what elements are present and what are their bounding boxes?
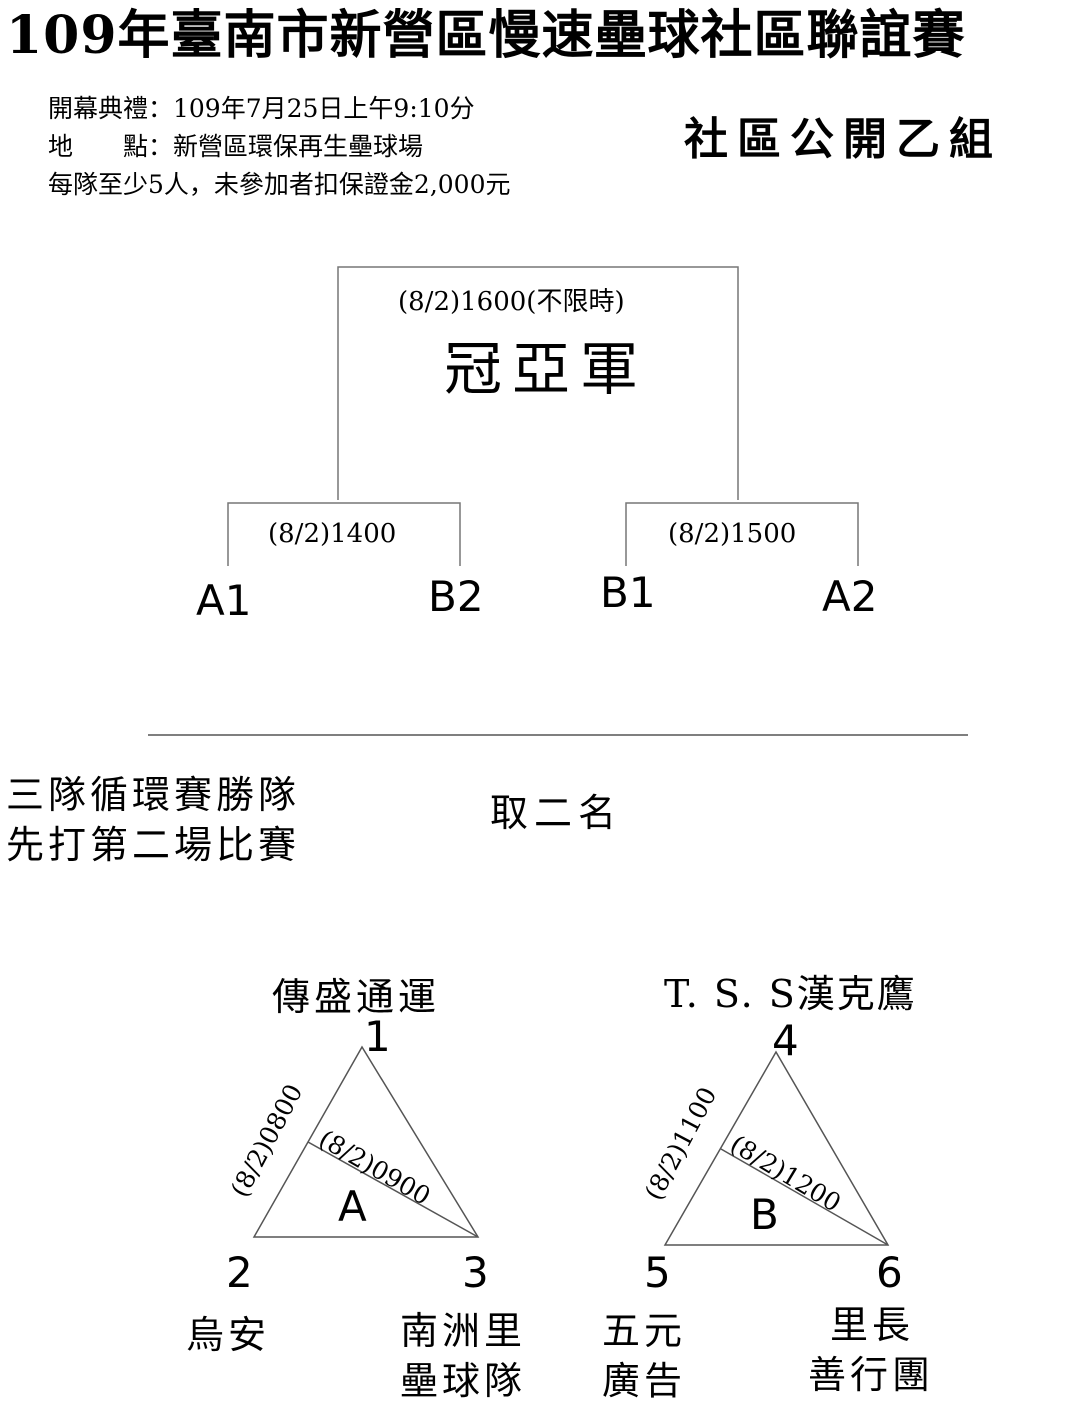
- team-6-name-line-1: 里長: [830, 1303, 915, 1347]
- seed-a2: A2: [822, 572, 878, 621]
- team-4-number: 4: [772, 1016, 799, 1065]
- team-4-name: T. S. S漢克鷹: [664, 972, 917, 1016]
- team-3-name-line-2: 壘球隊: [400, 1359, 527, 1403]
- page-title: 109年臺南市新營區慢速壘球社區聯誼賽: [6, 5, 966, 66]
- note-line-1: 三隊循環賽勝隊: [6, 773, 301, 817]
- team-3-number: 3: [462, 1248, 489, 1297]
- seed-b1: B1: [600, 568, 656, 617]
- rule-info: 每隊至少5人，未參加者扣保證金2,000元: [48, 170, 511, 199]
- group-b-triangle: [663, 1050, 890, 1246]
- team-2-name: 烏安: [186, 1313, 271, 1357]
- team-6-name-line-2: 善行團: [808, 1353, 935, 1397]
- seed-b2: B2: [428, 572, 484, 621]
- final-time: (8/2)1600(不限時): [398, 287, 625, 317]
- team-3-name-line-1: 南洲里: [400, 1309, 527, 1353]
- semi-right-time: (8/2)1500: [668, 519, 797, 549]
- team-5-number: 5: [644, 1248, 671, 1297]
- semi-left-time: (8/2)1400: [268, 519, 397, 549]
- final-label: 冠亞軍: [444, 335, 649, 403]
- team-5-name-line-2: 廣告: [602, 1359, 687, 1403]
- team-6-number: 6: [876, 1248, 903, 1297]
- venue-info: 地 點：新營區環保再生壘球場: [48, 132, 424, 161]
- semi-left-bracket-line: [227, 502, 461, 566]
- team-1-number: 1: [364, 1012, 391, 1061]
- group-a-median: [307, 1141, 479, 1238]
- group-b-letter: B: [750, 1190, 779, 1239]
- group-b-median: [720, 1148, 889, 1246]
- semi-right-bracket-line: [625, 502, 859, 566]
- team-2-number: 2: [226, 1248, 253, 1297]
- team-1-name: 傳盛通運: [272, 975, 441, 1019]
- team-5-name-line-1: 五元: [602, 1309, 687, 1353]
- seed-a1: A1: [196, 576, 252, 625]
- final-bracket-line: [337, 266, 739, 500]
- advance-note: 取二名: [490, 791, 623, 835]
- group-a-letter: A: [338, 1182, 367, 1231]
- group-name: 社區公開乙組: [684, 114, 1002, 165]
- opening-ceremony-info: 開幕典禮：109年7月25日上午9:10分: [48, 94, 475, 123]
- note-line-2: 先打第二場比賽: [6, 823, 301, 867]
